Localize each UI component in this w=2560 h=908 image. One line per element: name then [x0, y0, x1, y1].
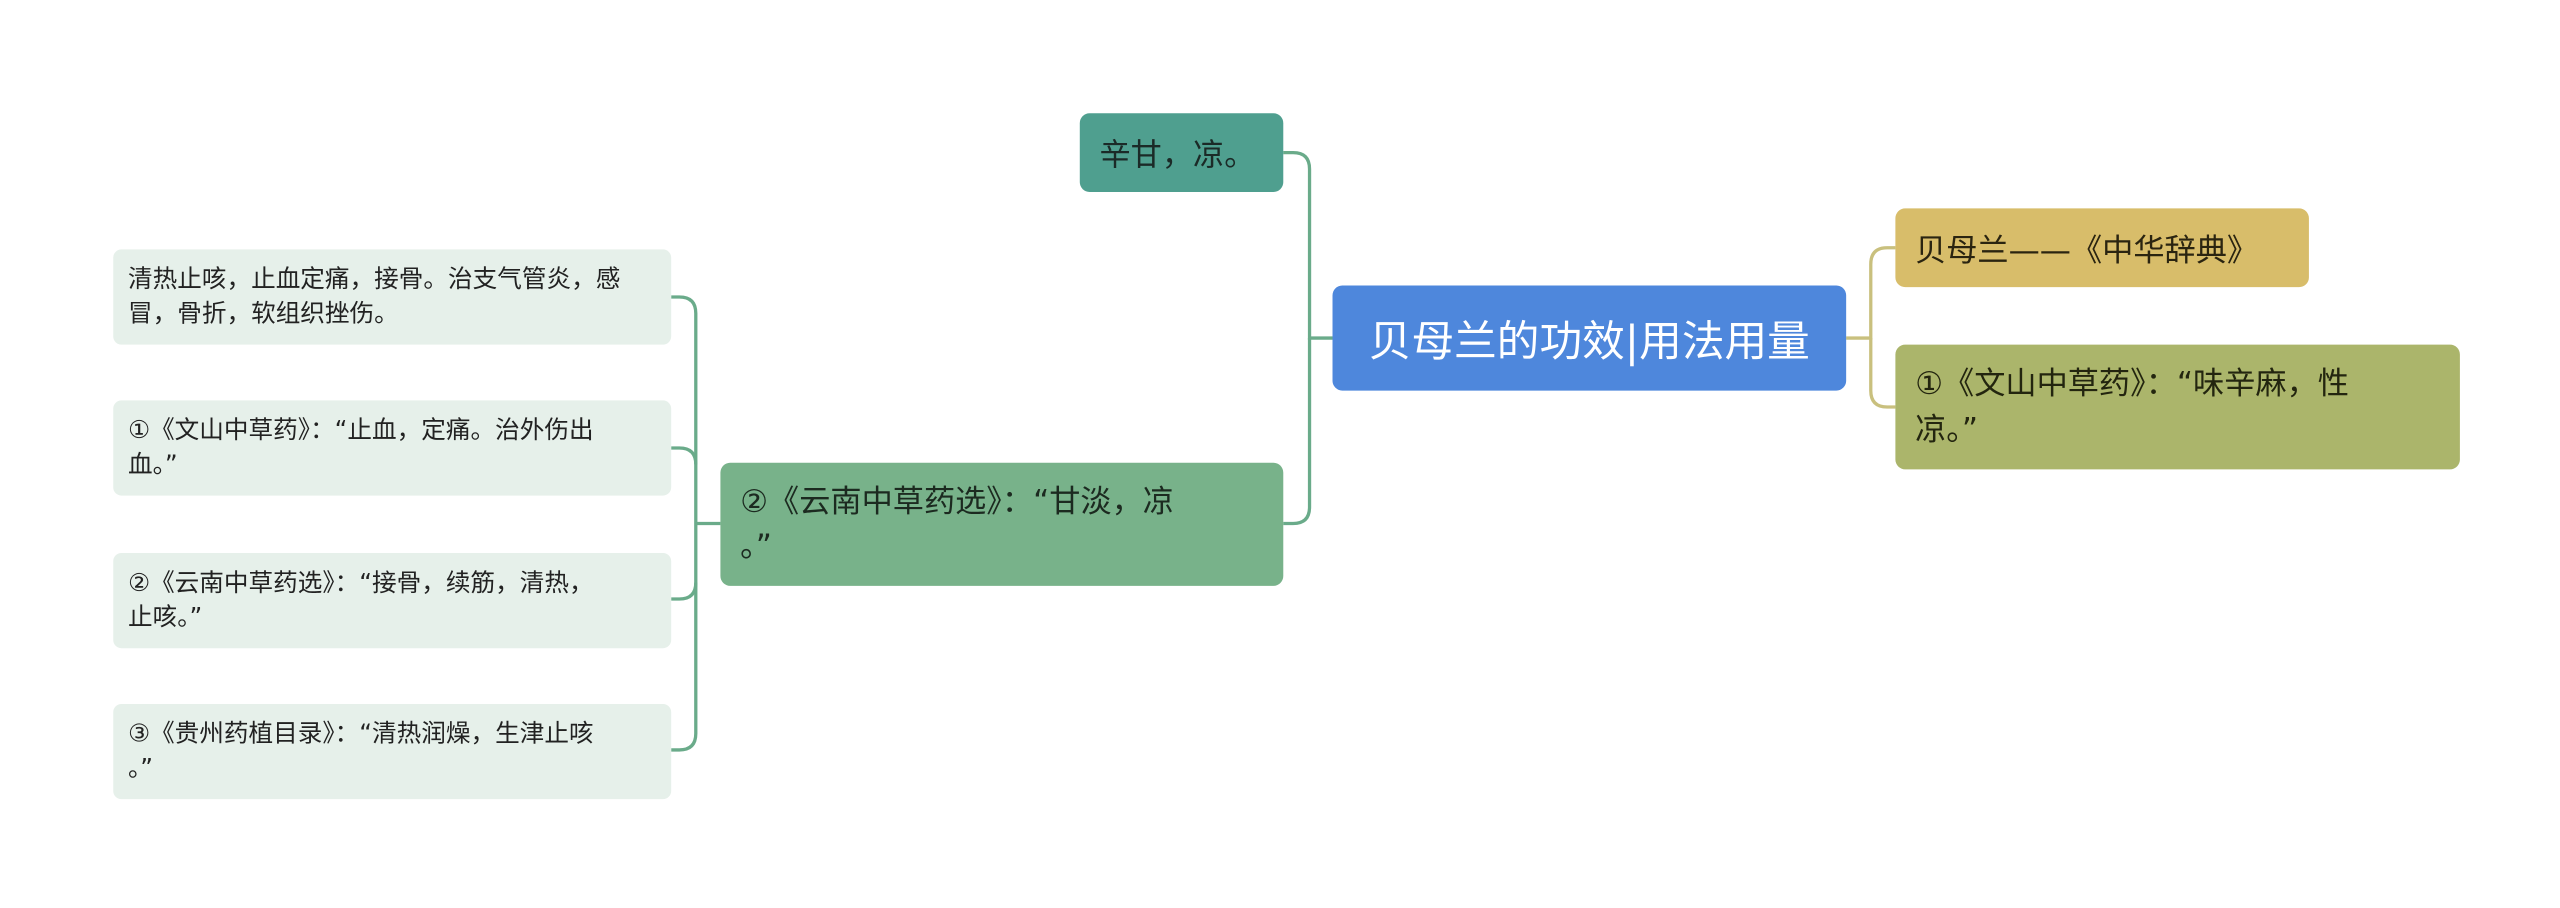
branch-node-yunnan-label: ②《云南中草药选》：“甘淡，凉 。” — [740, 483, 1174, 564]
connector-root-to-dictionary — [1846, 246, 1896, 340]
branch-node-dictionary[interactable]: 贝母兰——《中华辞典》 — [1895, 208, 2309, 288]
connector-to-leaf-3 — [671, 582, 698, 601]
leaf-node-1[interactable]: 清热止咳，止血定痛，接骨。治支气管炎，感 冒，骨折，软组织挫伤。 — [113, 249, 672, 345]
branch-node-taste[interactable]: 辛甘，凉。 — [1079, 113, 1284, 192]
connector-to-leaf-1 — [671, 295, 698, 524]
leaf-node-3-label: ②《云南中草药选》：“接骨，续筋，清热， 止咳。” — [127, 567, 594, 632]
branch-node-dictionary-label: 贝母兰——《中华辞典》 — [1915, 232, 2259, 269]
branch-node-taste-label: 辛甘，凉。 — [1099, 137, 1256, 174]
leaf-node-1-label: 清热止咳，止血定痛，接骨。治支气管炎，感 冒，骨折，软组织挫伤。 — [127, 264, 621, 329]
connector-root-to-taste — [1283, 150, 1333, 340]
root-node[interactable]: 贝母兰的功效|用法用量 — [1332, 285, 1847, 391]
leaf-node-2-label: ①《文山中草药》：“止血，定痛。治外伤出 血。” — [127, 415, 594, 480]
leaf-node-3[interactable]: ②《云南中草药选》：“接骨，续筋，清热， 止咳。” — [113, 553, 672, 649]
branch-node-wenshan-label: ①《文山中草药》：“味辛麻，性 凉。” — [1915, 365, 2349, 448]
leaf-node-4-label: ③《贵州药植目录》：“清热润燥，生津止咳 。” — [127, 718, 594, 783]
branch-node-wenshan[interactable]: ①《文山中草药》：“味辛麻，性 凉。” — [1895, 344, 2460, 470]
branch-node-yunnan[interactable]: ②《云南中草药选》：“甘淡，凉 。” — [720, 462, 1284, 586]
leaf-node-2[interactable]: ①《文山中草药》：“止血，定痛。治外伤出 血。” — [113, 400, 672, 496]
connector-root-to-wenshan — [1869, 338, 1896, 409]
connector-to-leaf-2 — [671, 446, 698, 465]
connector-to-leaf-4 — [671, 523, 698, 752]
connector-root-to-yunnan — [1283, 338, 1312, 526]
leaf-node-4[interactable]: ③《贵州药植目录》：“清热润燥，生津止咳 。” — [113, 703, 672, 800]
root-node-label: 贝母兰的功效|用法用量 — [1368, 317, 1810, 367]
